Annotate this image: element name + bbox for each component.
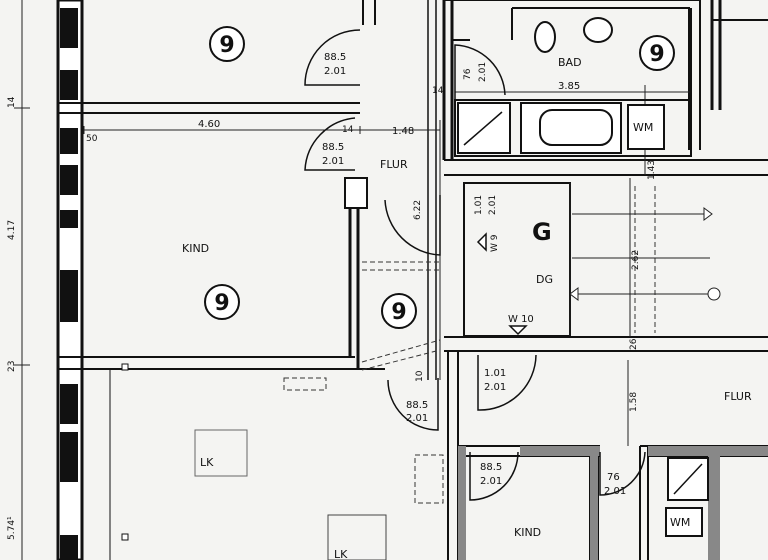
margin-label-23: 23	[7, 361, 17, 372]
dimension-label: 3.85	[558, 81, 580, 92]
unit-marker-1: 9	[219, 33, 234, 58]
door-label: 88.5	[480, 462, 502, 473]
room-label-kind-upper: KIND	[182, 242, 209, 255]
door-label: 76	[463, 68, 473, 80]
door-label: 2.01	[406, 413, 428, 424]
margin-label-14: 14	[7, 96, 17, 108]
dimension-label: 26	[629, 338, 639, 350]
door-label: 1.01	[484, 368, 506, 379]
dimension-label: 4.60	[198, 119, 220, 130]
door-label: 2.01	[480, 476, 502, 487]
room-label-lk-left: LK	[200, 456, 214, 469]
room-label-lk-bottom: LK	[334, 548, 348, 560]
dimension-label: 14	[342, 125, 354, 135]
window-label-w9: W 9	[490, 234, 500, 252]
unit-marker-4: 9	[391, 300, 406, 325]
dimension-label: 2.62	[631, 250, 641, 270]
unit-marker-circles	[204, 26, 675, 329]
room-label-flur-upper: FLUR	[380, 158, 408, 171]
door-label: 88.5	[324, 52, 346, 63]
margin-dimension-line	[14, 0, 30, 560]
dashed-lines	[283, 186, 656, 504]
dimension-label: 1.48	[392, 126, 414, 137]
window-markers	[476, 232, 528, 336]
door-label: 2.01	[322, 156, 344, 167]
door-label: 2.01	[324, 66, 346, 77]
room-label-g: G	[532, 218, 552, 246]
door-label: 88.5	[406, 400, 428, 411]
door-label: 2.01	[488, 195, 498, 215]
dimension-label: 50	[86, 134, 98, 144]
room-label-flur-right: FLUR	[724, 390, 752, 403]
room-label-wm-lower: WM	[670, 516, 690, 529]
door-swings	[304, 29, 646, 501]
unit-marker-3: 9	[214, 291, 229, 316]
door-label: 1.01	[474, 195, 484, 215]
margin-label-5741: 5.74¹	[7, 516, 17, 540]
dimension-label: 6.22	[413, 200, 423, 220]
door-label: 2.01	[478, 62, 488, 82]
dimension-label: 10	[415, 370, 425, 382]
unit-marker-2: 9	[649, 42, 664, 67]
exterior-wall	[56, 0, 84, 560]
interior-walls	[58, 0, 768, 560]
margin-label-417: 4.17	[7, 220, 17, 240]
door-label: 2.01	[604, 486, 626, 497]
room-label-bad: BAD	[558, 56, 582, 69]
room-label-dg: DG	[536, 273, 553, 286]
room-label-wm-bath: WM	[633, 121, 653, 134]
indicator-lines	[569, 183, 721, 336]
dimension-label: 1.58	[629, 392, 639, 412]
door-label: 88.5	[322, 142, 344, 153]
dimension-label: 1.43	[647, 160, 657, 180]
dimension-label: 14	[432, 86, 444, 96]
door-label: 2.01	[484, 382, 506, 393]
door-label: 76	[607, 472, 620, 483]
room-label-kind-lower: KIND	[514, 526, 541, 539]
window-label-w10: W 10	[508, 314, 534, 325]
hatched-walls	[458, 446, 768, 560]
bathroom-fixtures	[121, 17, 709, 560]
